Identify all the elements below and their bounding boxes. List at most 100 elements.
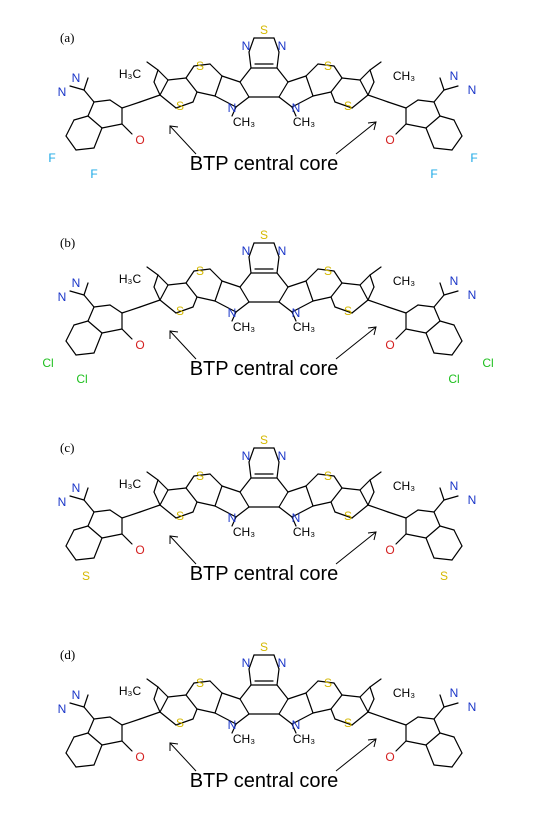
bond (317, 473, 335, 477)
bond (273, 654, 280, 670)
bond (453, 324, 463, 342)
bond (417, 99, 435, 103)
bond (121, 511, 141, 519)
bond (439, 115, 455, 121)
chlorine-atom: Cl (448, 372, 459, 386)
nitrogen-atom: N (468, 700, 477, 714)
bond (231, 516, 237, 527)
bond (175, 101, 194, 109)
bond (305, 75, 314, 97)
sulfur-atom: S (324, 676, 332, 690)
bond (334, 718, 353, 726)
chlorine-atom: Cl (42, 356, 53, 370)
panel-label: (b) (60, 235, 75, 250)
bond (209, 268, 223, 282)
bond (273, 447, 280, 463)
bond (159, 79, 169, 96)
bond (196, 501, 216, 507)
nitrogen-atom: N (278, 449, 287, 463)
bond (395, 533, 407, 545)
bond (153, 479, 159, 493)
sulfur-atom: S (344, 509, 352, 523)
bond (287, 280, 307, 288)
methyl-group: CH₃ (293, 115, 315, 129)
bond (153, 686, 159, 700)
bond (75, 557, 95, 561)
bond (214, 95, 237, 108)
nitrogen-atom: N (72, 276, 81, 290)
arrowhead-right (367, 326, 377, 336)
bond (139, 299, 161, 308)
nitrogen-atom: N (242, 449, 251, 463)
bond (65, 135, 77, 151)
bond (369, 266, 382, 276)
bond (75, 352, 95, 356)
nitrogen-atom: N (58, 702, 67, 716)
sulfur-atom: S (440, 569, 448, 583)
bond (291, 505, 314, 518)
chlorine-atom: Cl (76, 372, 87, 386)
sulfur-atom: S (176, 304, 184, 318)
bond (387, 306, 407, 314)
bond (214, 75, 223, 97)
bond (367, 698, 375, 713)
bond (433, 499, 445, 513)
arrow-left (169, 125, 197, 155)
bond (87, 306, 95, 322)
bond (291, 106, 297, 117)
bond (167, 487, 187, 491)
nitrogen-atom: N (242, 656, 251, 670)
bond-skeleton (65, 37, 463, 151)
bond (453, 529, 463, 547)
bond (121, 533, 133, 545)
nitrogen-atom: N (72, 71, 81, 85)
bond (387, 718, 407, 726)
bond (359, 274, 371, 286)
bond (185, 77, 198, 93)
bond-skeleton (65, 242, 463, 356)
bond (439, 525, 455, 531)
bond (146, 61, 159, 71)
nitrogen-atom: N (292, 306, 301, 320)
bond (405, 716, 419, 726)
bond (239, 81, 250, 98)
sulfur-atom: S (344, 304, 352, 318)
bond (367, 299, 389, 308)
bond (417, 509, 435, 513)
bond (305, 680, 319, 694)
bond (369, 686, 375, 700)
methyl-group: H₃C (119, 684, 142, 698)
bond (209, 63, 223, 77)
arrowhead-right (367, 738, 377, 748)
bond (330, 77, 343, 93)
bond (341, 694, 361, 698)
bond (248, 51, 252, 69)
bond (87, 718, 95, 734)
bond (73, 115, 89, 121)
arrow-left (169, 742, 197, 772)
bond (439, 282, 445, 296)
bond (305, 63, 319, 77)
bond (333, 65, 343, 79)
bond (248, 242, 255, 258)
methyl-group: H₃C (119, 477, 142, 491)
bond (192, 708, 198, 720)
nitrogen-atom: N (450, 69, 459, 83)
bond (333, 682, 343, 696)
nitrogen-atom: N (468, 493, 477, 507)
bond (312, 501, 332, 507)
bond (87, 115, 103, 129)
bond (65, 545, 77, 561)
bond (433, 101, 441, 117)
bond (317, 680, 335, 684)
bond (159, 489, 169, 506)
bond (367, 491, 375, 506)
methyl-group: CH₃ (233, 115, 255, 129)
methyl-group: CH₃ (293, 320, 315, 334)
bond (167, 282, 187, 286)
bond (193, 63, 211, 67)
bond (69, 85, 85, 91)
bond (359, 79, 369, 96)
bond (69, 290, 85, 296)
